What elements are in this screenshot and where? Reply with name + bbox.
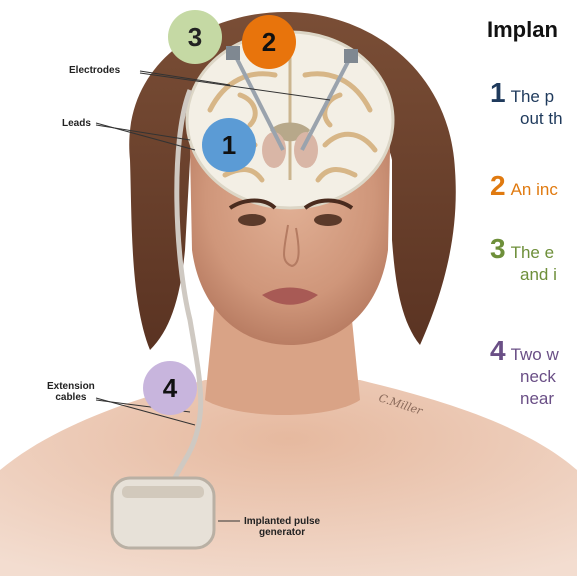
badge-3: 3 bbox=[168, 10, 222, 64]
extension-cables-line1: Extension bbox=[47, 381, 95, 392]
pulse-generator-line1: Implanted pulse bbox=[244, 516, 320, 527]
step-4-line1: Two w bbox=[511, 345, 559, 364]
step-4-number: 4 bbox=[490, 335, 506, 366]
step-3-number: 3 bbox=[490, 233, 506, 264]
step-1-line2: out th bbox=[490, 108, 563, 130]
step-1-line1: The p bbox=[511, 87, 554, 106]
badge-2: 2 bbox=[242, 15, 296, 69]
panel-title: Implan bbox=[487, 17, 558, 43]
extension-cables-line2: cables bbox=[55, 392, 86, 403]
electrodes-label: Electrodes bbox=[69, 65, 120, 76]
pulse-generator-line2: generator bbox=[259, 527, 305, 538]
badge-4: 4 bbox=[143, 361, 197, 415]
step-4-line3: near bbox=[490, 388, 559, 410]
step-2-line1: An inc bbox=[511, 180, 558, 199]
step-3-line1: The e bbox=[511, 243, 554, 262]
step-2-number: 2 bbox=[490, 170, 506, 201]
badge-1: 1 bbox=[202, 118, 256, 172]
pulse-generator-label: Implanted pulse generator bbox=[244, 516, 320, 538]
step-4-line2: neck bbox=[490, 366, 559, 388]
extension-cables-label: Extension cables bbox=[47, 381, 95, 403]
leads-label: Leads bbox=[62, 118, 91, 129]
step-3-line2: and i bbox=[490, 264, 557, 286]
step-1-number: 1 bbox=[490, 77, 506, 108]
